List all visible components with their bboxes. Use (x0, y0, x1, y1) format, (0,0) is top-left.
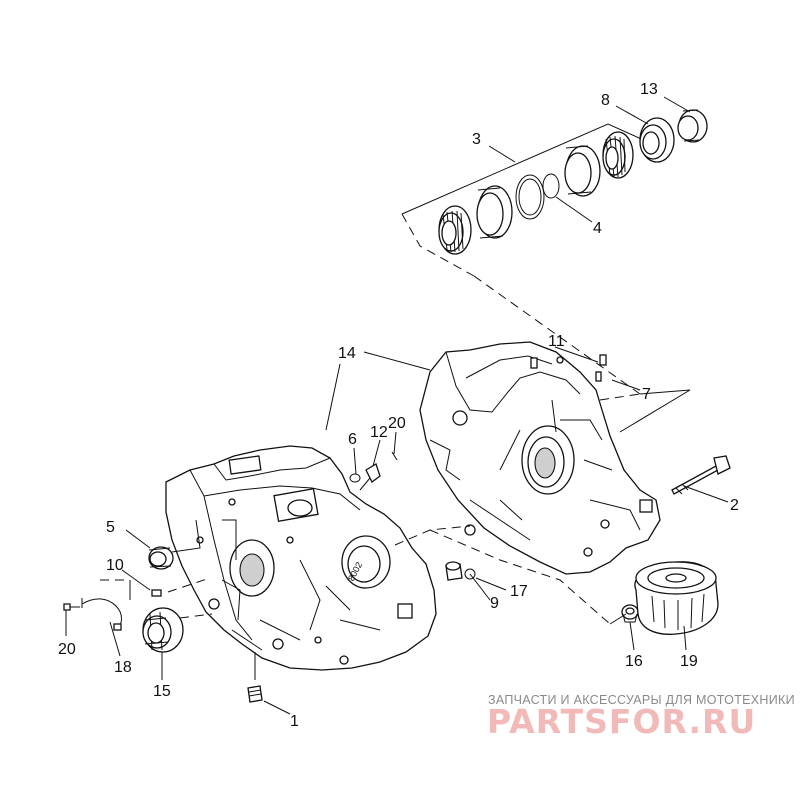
fitting-9 (445, 561, 463, 581)
retaining-ring-4 (542, 173, 560, 199)
dowel-pin-11 (530, 354, 607, 369)
callout-20-left: 20 (58, 641, 76, 658)
callout-17: 17 (510, 583, 528, 600)
adapter-16 (621, 604, 639, 623)
leader-lines (65, 96, 729, 715)
bearing-assembly (401, 109, 708, 395)
callout-10: 10 (106, 557, 124, 574)
callout-20-top: 20 (388, 415, 406, 432)
bolt-2 (671, 455, 731, 495)
callout-numbers: 1 2 3 4 5 6 7 8 9 10 11 12 13 14 15 16 1… (58, 81, 739, 730)
callout-11: 11 (548, 333, 565, 350)
callout-19: 19 (680, 653, 698, 670)
callout-13: 13 (640, 81, 658, 98)
o-ring-17 (464, 568, 476, 580)
snap-ring-1 (515, 174, 545, 220)
pin-10 (151, 589, 162, 597)
screw-20-left (63, 603, 80, 611)
oil-filter-19 (634, 561, 719, 635)
dashed-line-dowels (599, 393, 641, 401)
bearing-race-1 (476, 185, 513, 239)
bearing-8 (639, 117, 675, 163)
dashed-line-bearing (179, 613, 213, 619)
dashed-line-filter (429, 529, 611, 625)
left-crankcase-half (165, 445, 437, 671)
roller-bearing-15 (142, 607, 184, 653)
needle-bearing-5 (148, 546, 174, 570)
callout-8: 8 (601, 92, 610, 109)
callout-18: 18 (114, 659, 132, 676)
callout-4: 4 (593, 220, 602, 237)
callout-1: 1 (290, 713, 299, 730)
sensor-12 (359, 463, 381, 491)
callout-15: 15 (153, 683, 171, 700)
oil-tube-18 (81, 598, 122, 631)
callout-6: 6 (348, 431, 357, 448)
callout-3: 3 (472, 131, 481, 148)
roller-bearing-right (602, 131, 634, 179)
right-crankcase-half (419, 341, 661, 575)
callout-5: 5 (106, 519, 115, 536)
seal-13 (677, 109, 708, 143)
dashed-line-pin (167, 577, 211, 593)
o-ring-6 (349, 473, 361, 483)
callout-9: 9 (490, 595, 499, 612)
watermark-brand-logo: PARTSFOR.RU (487, 702, 757, 741)
plug-1 (247, 652, 263, 703)
filter-tick (609, 613, 627, 625)
bearing5-bracket (171, 519, 201, 553)
callout-7: 7 (642, 386, 651, 403)
callout-16: 16 (625, 653, 643, 670)
assembly-leader-dashed (473, 275, 641, 395)
bearing-race-2 (564, 145, 601, 197)
watermark-caption: ЗАПЧАСТИ И АКСЕССУАРЫ ДЛЯ МОТОТЕХНИКИ (488, 693, 795, 707)
assembly-bracket-top (401, 123, 649, 215)
screw-20-top (391, 451, 398, 461)
pin-7 (595, 371, 602, 382)
callout-14: 14 (338, 345, 356, 362)
bracket-right (619, 389, 691, 433)
assembly-bracket-bottom (401, 213, 475, 277)
roller-bearing-left (438, 205, 472, 255)
callout-2: 2 (730, 497, 739, 514)
callout-12: 12 (370, 424, 388, 441)
